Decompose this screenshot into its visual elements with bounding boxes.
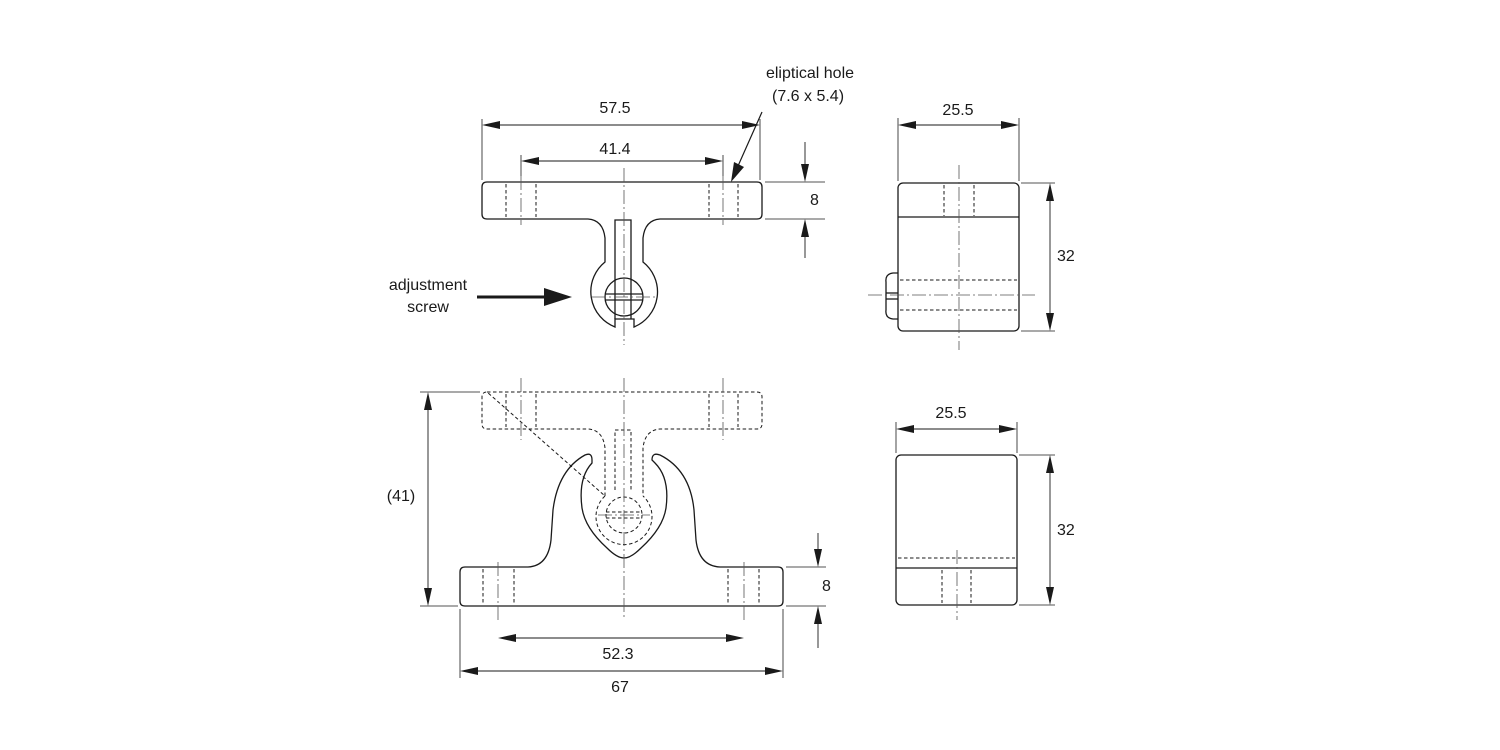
top-part-outline — [481, 181, 763, 328]
adjustment-screw-label-line2: screw — [407, 299, 449, 316]
hidden-top-piece — [481, 391, 763, 498]
dim-57-5-label: 57.5 — [599, 100, 630, 117]
bottom-side-block — [895, 454, 1018, 606]
eliptical-hole-label: eliptical hole — [766, 65, 854, 82]
top-side-dim-32-label: 32 — [1057, 248, 1075, 265]
dim-8-top-label: 8 — [810, 192, 819, 209]
top-slot — [614, 219, 632, 319]
top-front-view: 57.5 41.4 8 eliptical hole (7.6 x 5.4) a… — [389, 65, 854, 345]
dim-41-4-label: 41.4 — [599, 141, 630, 158]
bottom-side-view: 25.5 32 — [895, 405, 1075, 620]
base-part-outline — [459, 453, 784, 607]
eliptical-hole-size-label: (7.6 x 5.4) — [772, 88, 844, 105]
bottom-side-dim-32-label: 32 — [1057, 522, 1075, 539]
dim-8-bottom-label: 8 — [822, 578, 831, 595]
dim-52-3-label: 52.3 — [602, 646, 633, 663]
adjustment-screw-label-line1: adjustment — [389, 277, 468, 294]
top-side-dim-25-5-label: 25.5 — [942, 102, 973, 119]
top-side-block — [897, 182, 1020, 332]
top-side-view: 25.5 32 — [868, 102, 1075, 350]
dim-67-label: 67 — [611, 679, 629, 696]
bottom-side-dim-25-5-label: 25.5 — [935, 405, 966, 422]
side-screw-head — [885, 272, 898, 320]
bottom-front-view: (41) 52.3 67 8 — [387, 378, 831, 696]
dim-41-label: (41) — [387, 488, 415, 505]
